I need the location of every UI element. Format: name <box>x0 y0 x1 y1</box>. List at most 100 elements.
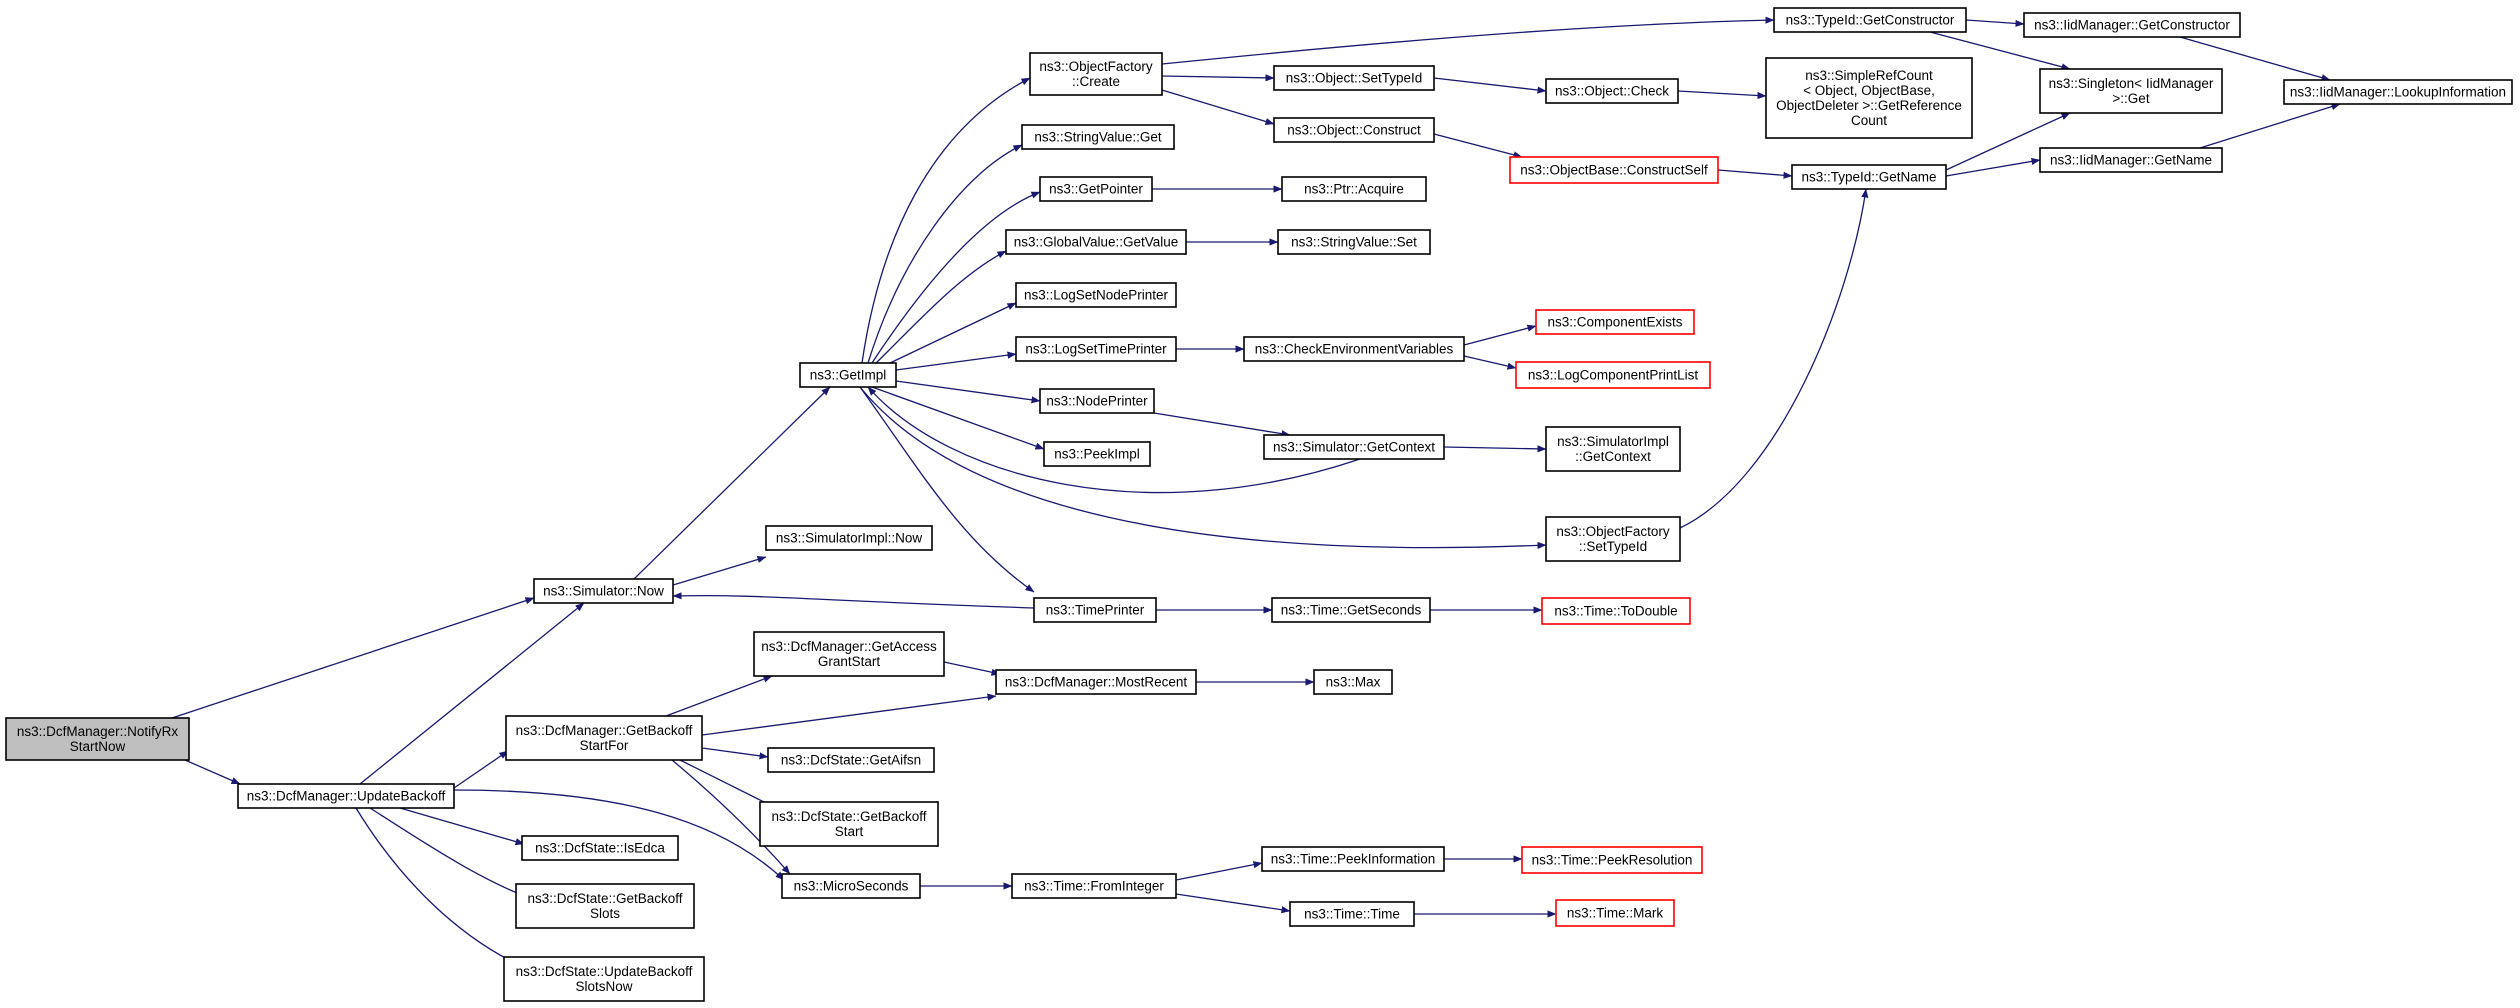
node-nodeprinter[interactable]: ns3::NodePrinter <box>1039 388 1155 414</box>
node-update[interactable]: ns3::DcfManager::UpdateBackoff <box>237 783 455 809</box>
node-fromint[interactable]: ns3::Time::FromInteger <box>1011 873 1177 899</box>
node-label: ns3::Time::ToDouble <box>1554 604 1677 619</box>
edge-getimpl-to-nodeprinter <box>895 380 1041 404</box>
node-box <box>765 525 933 551</box>
node-timegetsec[interactable]: ns3::Time::GetSeconds <box>1271 597 1431 623</box>
node-label: Start <box>835 824 864 839</box>
node-label: ns3::Time::Mark <box>1567 906 1664 921</box>
node-simnow[interactable]: ns3::Simulator::Now <box>533 578 674 604</box>
node-cbself[interactable]: ns3::ObjectBase::ConstructSelf <box>1509 156 1719 184</box>
node-label: ns3::CheckEnvironmentVariables <box>1255 342 1454 357</box>
edge-ofsettypeid-to-typeidgetname <box>1679 188 1869 529</box>
node-ptracq[interactable]: ns3::Ptr::Acquire <box>1281 176 1427 202</box>
node-peekres[interactable]: ns3::Time::PeekResolution <box>1521 846 1703 874</box>
node-logtime[interactable]: ns3::LogSetTimePrinter <box>1015 336 1177 362</box>
node-box <box>2023 12 2241 38</box>
node-box <box>2283 79 2513 105</box>
node-simgetctx[interactable]: ns3::Simulator::GetContext <box>1263 434 1445 460</box>
node-construct[interactable]: ns3::Object::Construct <box>1273 117 1435 143</box>
node-settypeid[interactable]: ns3::Object::SetTypeId <box>1273 65 1435 91</box>
node-singleton[interactable]: ns3::Singleton< IidManager>::Get <box>2039 68 2223 114</box>
node-label: ns3::ObjectBase::ConstructSelf <box>1520 163 1708 178</box>
node-label: ns3::DcfManager::NotifyRx <box>17 724 179 739</box>
node-microseconds[interactable]: ns3::MicroSeconds <box>781 873 921 899</box>
node-box <box>533 578 674 604</box>
edge-typeidgetctor-to-singleton <box>1929 31 2071 71</box>
node-box <box>995 669 1197 695</box>
edge-notify-to-simnow <box>171 597 535 719</box>
node-box <box>753 631 945 677</box>
node-box <box>1005 229 1187 255</box>
node-getaifsn[interactable]: ns3::DcfState::GetAifsn <box>767 747 935 773</box>
node-isedca[interactable]: ns3::DcfState::IsEdca <box>521 835 679 861</box>
edge-ofcreate-to-typeidgetctor <box>1161 16 1775 65</box>
node-label: ns3::TimePrinter <box>1046 603 1145 618</box>
node-getptr[interactable]: ns3::GetPointer <box>1039 176 1153 202</box>
node-timetodouble[interactable]: ns3::Time::ToDouble <box>1541 597 1691 625</box>
node-timeprinter[interactable]: ns3::TimePrinter <box>1033 597 1157 623</box>
node-simplerefcount[interactable]: ns3::SimpleRefCount< Object, ObjectBase,… <box>1765 57 1973 139</box>
node-box <box>1509 156 1719 184</box>
node-simimplnow[interactable]: ns3::SimulatorImpl::Now <box>765 525 933 551</box>
node-label: ns3::LogComponentPrintList <box>1528 368 1699 383</box>
node-timemark[interactable]: ns3::Time::Mark <box>1555 899 1675 927</box>
node-label: ns3::SimulatorImpl::Now <box>776 531 923 546</box>
node-box <box>1273 117 1435 143</box>
node-label: >::Get <box>2112 91 2149 106</box>
node-box <box>2039 147 2223 173</box>
edge-nodeprinter-to-simgetctx <box>1153 412 1291 438</box>
node-max[interactable]: ns3::Max <box>1313 669 1393 695</box>
node-box <box>1515 361 1711 389</box>
node-timetime[interactable]: ns3::Time::Time <box>1289 901 1415 927</box>
node-label: ObjectDeleter >::GetReference <box>1776 98 1962 113</box>
node-gvget[interactable]: ns3::GlobalValue::GetValue <box>1005 229 1187 255</box>
node-label: ns3::StringValue::Set <box>1291 235 1417 250</box>
node-iidgetname[interactable]: ns3::IidManager::GetName <box>2039 147 2223 173</box>
node-box <box>1243 336 1465 362</box>
node-peekinfo[interactable]: ns3::Time::PeekInformation <box>1261 846 1445 872</box>
node-box <box>1545 78 1679 104</box>
node-iidgetctor[interactable]: ns3::IidManager::GetConstructor <box>2023 12 2241 38</box>
node-svget[interactable]: ns3::StringValue::Get <box>1021 124 1175 150</box>
node-objcheck[interactable]: ns3::Object::Check <box>1545 78 1679 104</box>
node-label: Count <box>1851 113 1887 128</box>
node-typeidgetctor[interactable]: ns3::TypeId::GetConstructor <box>1773 7 1967 33</box>
node-logcomplist[interactable]: ns3::LogComponentPrintList <box>1515 361 1711 389</box>
node-box <box>759 801 939 847</box>
edge-getimpl-to-gvget <box>875 250 1007 364</box>
node-simimplctx[interactable]: ns3::SimulatorImpl::GetContext <box>1545 426 1681 472</box>
node-svset[interactable]: ns3::StringValue::Set <box>1277 229 1431 255</box>
node-compexists[interactable]: ns3::ComponentExists <box>1535 309 1695 335</box>
node-typeidgetname[interactable]: ns3::TypeId::GetName <box>1791 164 1947 190</box>
node-label: ns3::LogSetNodePrinter <box>1024 288 1169 303</box>
node-box <box>1271 597 1431 623</box>
edge-getimpl-to-getptr <box>871 191 1041 364</box>
node-checkenv[interactable]: ns3::CheckEnvironmentVariables <box>1243 336 1465 362</box>
edge-fromint-to-peekinfo <box>1175 861 1263 881</box>
node-getimpl[interactable]: ns3::GetImpl <box>799 362 897 388</box>
node-ofsettypeid[interactable]: ns3::ObjectFactory::SetTypeId <box>1545 516 1681 562</box>
node-label: ns3::GlobalValue::GetValue <box>1014 235 1179 250</box>
node-label: ns3::ObjectFactory <box>1556 524 1670 539</box>
node-mostrecent[interactable]: ns3::DcfManager::MostRecent <box>995 669 1197 695</box>
edge-simgetctx-to-simimplctx <box>1443 445 1547 453</box>
node-label: ns3::Object::Construct <box>1287 123 1421 138</box>
edge-getimpl-to-lognode <box>889 302 1017 364</box>
node-label: ns3::MicroSeconds <box>794 879 909 894</box>
node-label: ns3::DcfState::GetBackoff <box>527 891 682 906</box>
node-label: ns3::DcfState::UpdateBackoff <box>516 964 693 979</box>
node-ofcreate[interactable]: ns3::ObjectFactory::Create <box>1029 52 1163 96</box>
node-box <box>1043 441 1151 467</box>
node-peekimpl[interactable]: ns3::PeekImpl <box>1043 441 1151 467</box>
node-iidlookup[interactable]: ns3::IidManager::LookupInformation <box>2283 79 2513 105</box>
node-lognode[interactable]: ns3::LogSetNodePrinter <box>1015 282 1177 308</box>
node-label: ::SetTypeId <box>1579 539 1647 554</box>
edge-checkenv-to-compexists <box>1463 324 1537 346</box>
node-label: ns3::IidManager::GetConstructor <box>2034 18 2230 33</box>
